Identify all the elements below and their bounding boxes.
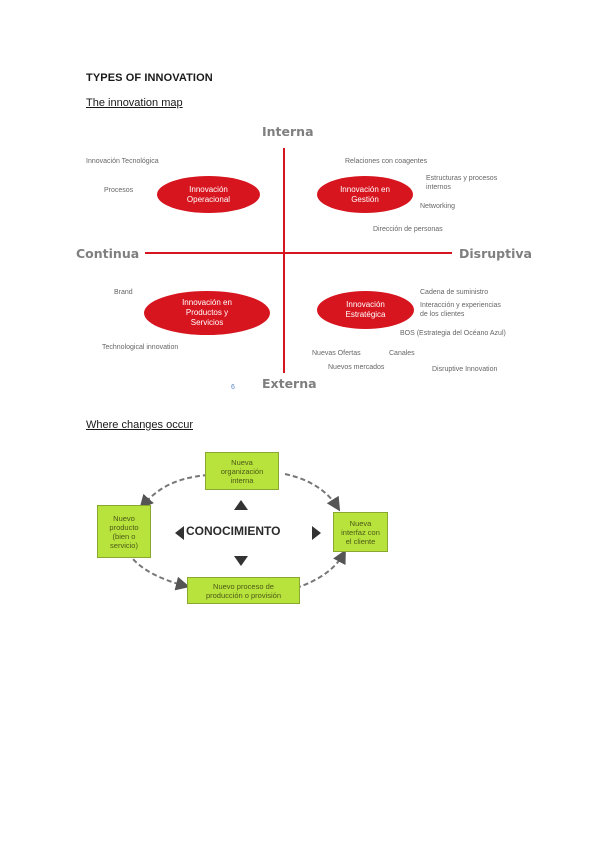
label-interaccion-clientes: Interacción y experiencias de los client… <box>420 302 501 318</box>
arrow-left-to-bottom <box>127 552 190 591</box>
axis-label-disruptiva: Disruptiva <box>459 246 532 261</box>
label-disruptive-innovation: Disruptive Innovation <box>432 366 498 373</box>
label-direccion-personas: Dirección de personas <box>373 226 443 233</box>
axis-label-externa: Externa <box>262 376 317 391</box>
label-procesos: Procesos <box>104 187 134 194</box>
horizontal-axis-line <box>145 252 452 254</box>
arrow-left-icon <box>175 526 184 540</box>
axis-label-interna: Interna <box>262 124 314 139</box>
label-networking: Networking <box>420 203 456 210</box>
label-relaciones-coagentes: Relaciones con coagentes <box>345 158 428 165</box>
label-cadena-suministro: Cadena de suministro <box>420 289 489 296</box>
quadrant-oval-estrategica: Innovación Estratégica <box>317 291 414 329</box>
innovation-map-subtitle: The innovation map <box>86 97 183 109</box>
label-canales: Canales <box>389 350 415 357</box>
label-bos: BOS (Estrategia del Océano Azul) <box>400 330 506 337</box>
where-changes-subtitle: Where changes occur <box>86 419 193 431</box>
quadrant-oval-productos-servicios: Innovación en Productos y Servicios <box>144 291 270 335</box>
arrow-top-to-right <box>284 473 341 512</box>
axis-label-continua: Continua <box>76 246 140 261</box>
label-nuevos-mercados: Nuevos mercados <box>328 364 385 371</box>
page-number: 6 <box>231 384 235 391</box>
label-technological-innovation: Technological innovation <box>102 344 179 351</box>
label-nuevas-ofertas: Nuevas Ofertas <box>312 350 361 357</box>
dashed-cycle-arrows <box>127 473 346 591</box>
box-nueva-interfaz: Nueva interfaz con el cliente <box>333 512 388 552</box>
arrow-down-icon <box>234 556 248 566</box>
arrow-top-to-left <box>139 474 209 509</box>
center-label-conocimiento: CONOCIMIENTO <box>186 524 281 538</box>
label-brand: Brand <box>114 289 133 296</box>
arrow-up-icon <box>234 500 248 510</box>
label-innovacion-tecnologica: Innovación Tecnológica <box>86 158 159 165</box>
box-nueva-organizacion: Nueva organización interna <box>205 452 279 490</box>
document-title: TYPES OF INNOVATION <box>86 72 213 84</box>
arrow-bottom-to-right <box>295 549 346 589</box>
label-estructuras-procesos: Estructuras y procesos internos <box>426 175 498 191</box>
vertical-axis-line <box>283 148 285 373</box>
arrow-right-icon <box>312 526 321 540</box>
quadrant-oval-operacional: Innovación Operacional <box>157 176 260 213</box>
box-nuevo-producto: Nuevo producto (bien o servicio) <box>97 505 151 558</box>
box-nuevo-proceso: Nuevo proceso de producción o provisión <box>187 577 300 604</box>
quadrant-oval-gestion: Innovación en Gestión <box>317 176 413 213</box>
